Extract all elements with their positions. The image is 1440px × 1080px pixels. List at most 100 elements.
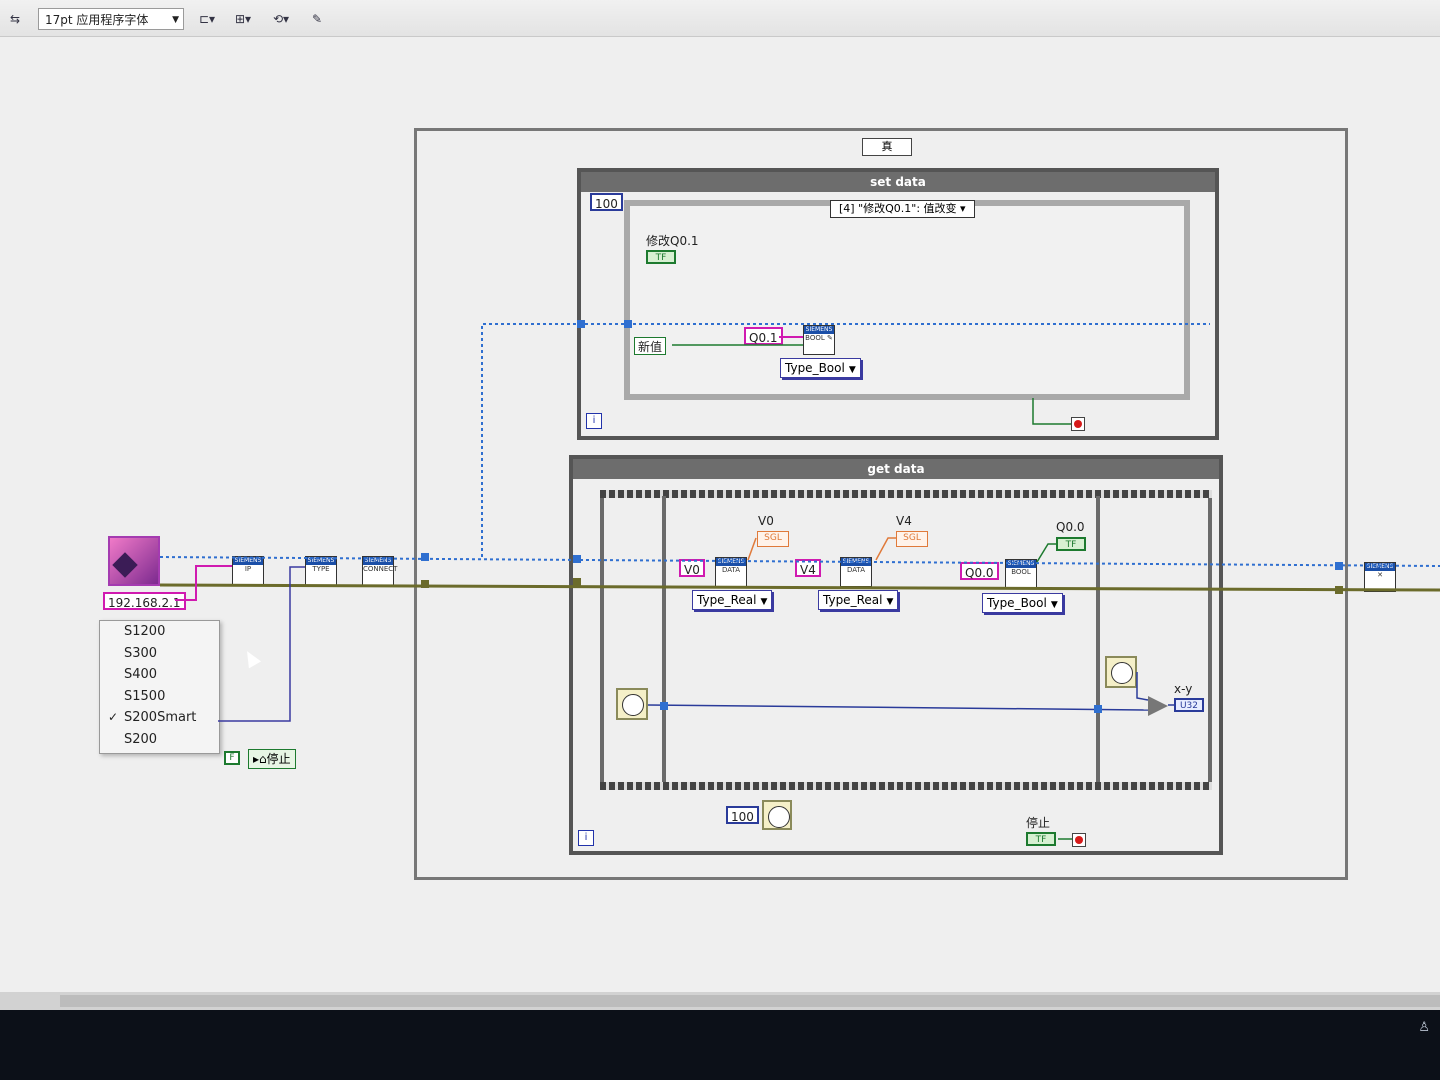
- chevron-down-icon: ▼: [760, 597, 768, 607]
- stop-local-variable[interactable]: ▸⌂停止: [248, 749, 296, 769]
- q01-control-label: 修改Q0.1: [646, 234, 699, 248]
- menu-item-label: S1200: [124, 624, 166, 639]
- type-real-ring-v4-label: Type_Real: [823, 593, 883, 607]
- iteration-terminal-icon: i: [578, 830, 594, 846]
- new-value-terminal: 新值: [634, 337, 667, 355]
- wait-ms-icon: [762, 800, 792, 830]
- q00-address-constant[interactable]: Q0.0: [960, 562, 999, 580]
- sequence-frame-divider: [662, 496, 666, 782]
- tunnel-icon: [660, 702, 668, 710]
- font-select-value: 17pt 应用程序字体: [45, 13, 149, 27]
- menu-item-s300[interactable]: S300: [100, 643, 219, 665]
- set-data-stop-icon: [1071, 417, 1085, 431]
- false-constant[interactable]: F: [224, 751, 240, 765]
- v0-sgl-indicator: SGL: [757, 531, 789, 547]
- type-bool-ring-get-label: Type_Bool: [987, 596, 1047, 610]
- q01-address-constant[interactable]: Q0.1: [744, 327, 783, 345]
- get-stop-label: 停止: [1026, 816, 1051, 830]
- ip-address-constant[interactable]: 192.168.2.1: [103, 592, 186, 610]
- set-data-title: set data: [581, 172, 1215, 192]
- get-data-stop-icon: [1072, 833, 1086, 847]
- menu-item-s400[interactable]: S400: [100, 664, 219, 686]
- xy-indicator-label: x-y: [1174, 682, 1193, 696]
- screen: ⇆ 17pt 应用程序字体 ▼ ⊏▾ ⊞▾ ⟲▾ ✎ 真 set data i …: [0, 0, 1440, 1010]
- stop-local-variable-label: 停止: [266, 752, 291, 766]
- menu-item-label: S200Smart: [124, 710, 197, 725]
- menu-item-label: S200: [124, 731, 158, 747]
- case-selector-value: 真: [881, 140, 893, 153]
- type-bool-ring-set[interactable]: Type_Bool▼: [780, 358, 861, 378]
- menu-item-label: S1500: [124, 688, 166, 704]
- type-real-ring-v0-label: Type_Real: [697, 593, 757, 607]
- tunnel-icon: [1335, 562, 1343, 570]
- run-arrow-icon[interactable]: ⇆: [9, 12, 21, 26]
- case-selector[interactable]: 真: [862, 138, 912, 156]
- chevron-down-icon: ▼: [848, 365, 856, 375]
- tunnel-icon: [624, 320, 632, 328]
- v0-address-constant[interactable]: V0: [679, 559, 705, 577]
- chevron-down-icon: ▼: [1050, 600, 1058, 610]
- tunnel-icon: [1335, 586, 1343, 594]
- event-selector[interactable]: [4] "修改Q0.1": 值改变 ▾: [830, 200, 975, 218]
- type-bool-ring-get[interactable]: Type_Bool▼: [982, 593, 1063, 613]
- q00-indicator-label: Q0.0: [1056, 520, 1085, 534]
- scrollbar-thumb[interactable]: [60, 995, 1440, 1007]
- type-real-ring-v0[interactable]: Type_Real▼: [692, 590, 773, 610]
- disconnect-vi[interactable]: SIEMENS✕: [1364, 562, 1396, 592]
- check-icon: ✓: [108, 710, 119, 724]
- user-icon[interactable]: ♙: [1418, 1020, 1430, 1035]
- v4-address-constant[interactable]: V4: [795, 559, 821, 577]
- get-data-title: get data: [573, 459, 1219, 479]
- event-selector-label: [4] "修改Q0.1": 值改变: [839, 202, 957, 215]
- tunnel-icon: [573, 578, 581, 586]
- v4-sgl-indicator: SGL: [896, 531, 928, 547]
- chevron-down-icon: ▼: [172, 15, 179, 25]
- horizontal-scrollbar[interactable]: [0, 992, 1440, 1010]
- tick-count-end-icon: [1105, 656, 1137, 688]
- timeout-constant[interactable]: 100: [590, 193, 623, 211]
- sequence-film-top: [600, 490, 1212, 498]
- sequence-film-bottom: [600, 782, 1212, 790]
- tunnel-icon: [577, 320, 585, 328]
- font-select[interactable]: 17pt 应用程序字体 ▼: [38, 8, 184, 30]
- type-real-ring-v4[interactable]: Type_Real▼: [818, 590, 899, 610]
- v0-indicator-label: V0: [758, 514, 774, 528]
- menu-item-s1200[interactable]: S1200: [100, 621, 219, 643]
- plc-type-menu: S1200 S300 S400 S1500 ✓ S200Smart S200: [99, 620, 220, 754]
- chevron-down-icon: ▼: [886, 597, 894, 607]
- get-stop-bool-control[interactable]: TF: [1026, 832, 1056, 846]
- align-icon[interactable]: ⊏▾: [198, 12, 216, 26]
- cleanup-icon[interactable]: ✎: [311, 12, 323, 26]
- q01-bool-control[interactable]: TF: [646, 250, 676, 264]
- subtract-icon: [1148, 696, 1168, 716]
- tunnel-icon: [1094, 705, 1102, 713]
- sequence-frame-divider: [1096, 496, 1100, 782]
- tunnel-icon: [421, 553, 429, 561]
- menu-item-s200[interactable]: S200: [100, 729, 219, 751]
- xy-u32-indicator: U32: [1174, 698, 1204, 712]
- tick-count-start-icon: [616, 688, 648, 720]
- menu-item-label: S400: [124, 667, 158, 682]
- event-structure: [624, 200, 1190, 400]
- menu-item-s200smart[interactable]: ✓ S200Smart: [100, 707, 219, 729]
- menu-item-label: S300: [124, 645, 158, 661]
- taskbar: ♙: [0, 1010, 1440, 1080]
- type-bool-ring-set-label: Type_Bool: [785, 361, 845, 375]
- tunnel-icon: [573, 555, 581, 563]
- distribute-icon[interactable]: ⊞▾: [234, 12, 252, 26]
- wait-ms-constant[interactable]: 100: [726, 806, 759, 824]
- toolbar: ⇆ 17pt 应用程序字体 ▼ ⊏▾ ⊞▾ ⟲▾ ✎: [0, 0, 1440, 37]
- v4-indicator-label: V4: [896, 514, 912, 528]
- q00-bool-indicator: TF: [1056, 537, 1086, 551]
- case-structure: [414, 128, 1348, 880]
- reorder-icon[interactable]: ⟲▾: [272, 12, 290, 26]
- plc-device-icon: [108, 536, 160, 586]
- menu-item-s1500[interactable]: S1500: [100, 686, 219, 708]
